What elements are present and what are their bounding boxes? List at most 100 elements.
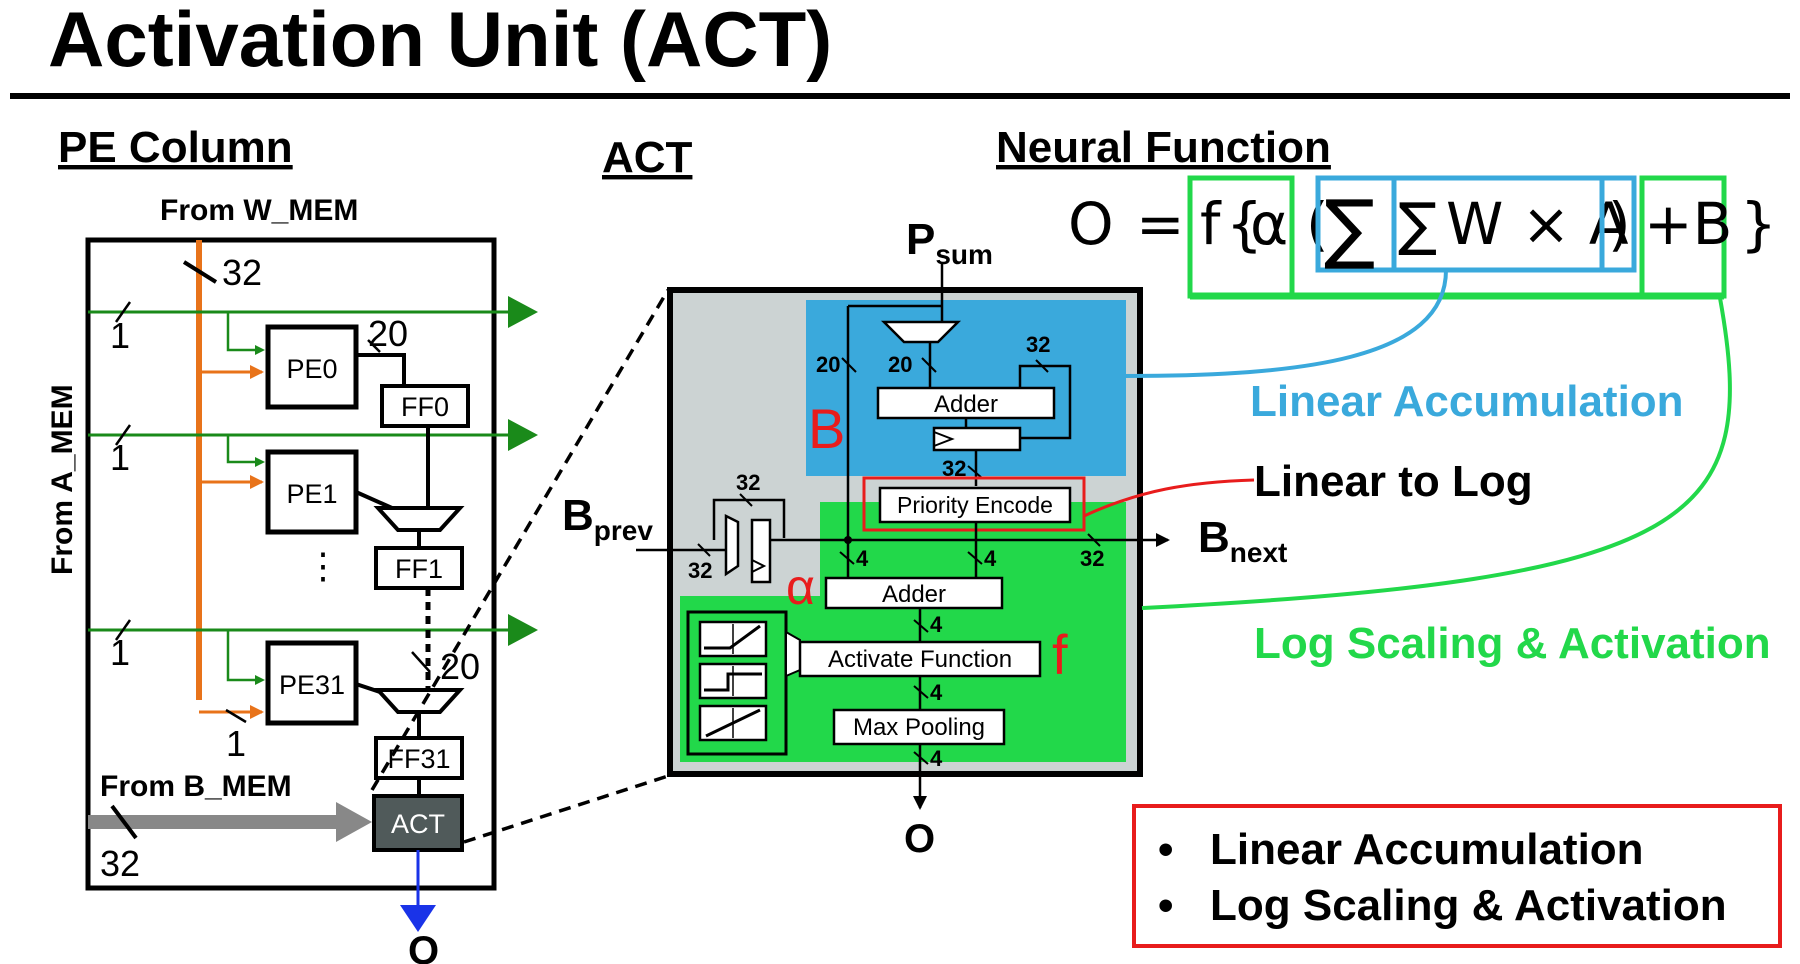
adder1-box xyxy=(876,386,1056,420)
from-b-mem-label: From B_MEM xyxy=(100,770,292,803)
af-cell-0-curve xyxy=(704,624,761,650)
bprev-register-clk xyxy=(751,559,767,573)
a-arrow-0 xyxy=(508,296,538,328)
section-neural-function: Neural Function xyxy=(996,123,1331,172)
pe0-out-slash xyxy=(367,339,381,353)
adder2-box xyxy=(824,576,1004,610)
zoom-line-top xyxy=(370,289,670,791)
b-width-label: 32 xyxy=(100,843,140,884)
pe-label-31: PE31 xyxy=(279,670,345,700)
pe-label-1: PE1 xyxy=(286,479,337,509)
eq-equals: = xyxy=(1136,190,1185,258)
a-slash-1 xyxy=(114,424,132,446)
w4-label-a: 4 xyxy=(856,546,869,571)
a-width-1: 1 xyxy=(110,437,130,478)
summary-bullet-1: • xyxy=(1158,881,1173,930)
bnext-label: Bnext xyxy=(1198,513,1287,568)
summary-bullet-0: • xyxy=(1158,825,1173,874)
af-selector xyxy=(785,630,801,678)
adder2-label: Adder xyxy=(882,581,946,608)
w32-slash-b xyxy=(967,465,983,479)
pe-out-width: 20 xyxy=(368,313,408,354)
b-bus-slash xyxy=(110,804,138,840)
linear-acc-connector xyxy=(1123,269,1448,378)
section-pe-column: PE Column xyxy=(58,123,293,172)
psum-label: Psum xyxy=(906,215,993,270)
summary-box: • Linear Accumulation • Log Scaling & Ac… xyxy=(1132,804,1782,948)
sum-slash xyxy=(411,651,431,673)
adder1-label: Adder xyxy=(934,391,998,418)
w32-label-d: 32 xyxy=(736,470,760,495)
w-width-label: 32 xyxy=(222,252,262,293)
w4-label-e: 4 xyxy=(930,746,943,771)
w4-slash-b xyxy=(967,551,983,565)
linear-to-log-connector xyxy=(1083,478,1255,518)
log-scaling-annotation: Log Scaling & Activation xyxy=(1254,619,1771,668)
alpha-label: α xyxy=(786,559,815,615)
title-rule xyxy=(10,93,1790,99)
pe-dots: ⋮ xyxy=(305,545,341,586)
ff-label-1: FF1 xyxy=(395,554,443,584)
linear-to-log-annotation: Linear to Log xyxy=(1254,457,1533,506)
summary-item-1: Log Scaling & Activation xyxy=(1210,881,1727,930)
ff-box-1 xyxy=(374,546,464,590)
a-branch-pe1 xyxy=(226,435,265,467)
zoom-line-bottom xyxy=(463,774,669,844)
w32-slash-e xyxy=(1087,533,1101,547)
eq-wxa: W × A xyxy=(1446,190,1629,258)
eq-f: f xyxy=(1200,190,1222,258)
from-a-mem-label: From A_MEM xyxy=(46,384,79,575)
ff-box-31 xyxy=(374,736,464,780)
col-adder-1 xyxy=(373,506,465,532)
w20-label-a: 20 xyxy=(816,352,840,377)
pe1-to-adder xyxy=(355,490,393,510)
eq-rparen: ) xyxy=(1608,190,1631,258)
mp-box xyxy=(832,708,1006,746)
adder1-feedback xyxy=(1016,364,1072,440)
summary-frame xyxy=(1132,804,1782,948)
eq-rbrace: } xyxy=(1740,190,1777,258)
b-region-label: B xyxy=(808,397,845,460)
w4-label-d: 4 xyxy=(930,680,943,705)
act-mux-top xyxy=(880,320,962,344)
summary-item-0: Linear Accumulation xyxy=(1210,825,1644,874)
act-detail: Psum 20 20 32 Adder B 32 Priority Encode… xyxy=(562,215,1287,861)
w32-slash-c xyxy=(697,543,711,557)
a-slash-0 xyxy=(114,301,132,323)
section-act: ACT xyxy=(602,133,693,182)
a-arrow-2 xyxy=(508,614,538,646)
af-cell-1-curve xyxy=(704,672,762,692)
f-region-label: f xyxy=(1052,623,1068,686)
priority-label: Priority Encode xyxy=(897,492,1053,518)
log-scaling-connector xyxy=(1141,297,1732,610)
pe-output-label: O xyxy=(408,929,439,964)
w32-slash-d xyxy=(739,493,753,507)
bprev-register xyxy=(750,518,772,584)
eq-sum-outer: ∑ xyxy=(1324,183,1375,272)
a-width-2: 1 xyxy=(110,632,130,673)
w32-label-a: 32 xyxy=(1026,332,1050,357)
w4-label-c: 4 xyxy=(930,612,943,637)
pe0-to-ff0 xyxy=(356,353,406,385)
w4-label-b: 4 xyxy=(984,546,997,571)
ff-box-0 xyxy=(380,384,470,428)
a-branch-pe0 xyxy=(226,312,265,355)
priority-outline xyxy=(862,476,1086,532)
b-mem-arrow xyxy=(336,802,372,842)
bnext-junction xyxy=(844,536,852,544)
from-w-mem-label: From W_MEM xyxy=(160,194,358,227)
equation: O = f { α ( ∑ ∑ W × A ) +B } xyxy=(1068,175,1777,300)
a-arrow-1 xyxy=(508,419,538,451)
act-box-label: ACT xyxy=(391,809,445,839)
a-slash-3 xyxy=(225,708,247,724)
pe-box-31 xyxy=(265,640,359,726)
w32-label-c: 32 xyxy=(688,558,712,583)
w20-slash-a xyxy=(841,357,857,373)
w4-slash-d xyxy=(913,685,929,699)
w32-slash-a xyxy=(1035,359,1049,373)
eq-alpha: α xyxy=(1250,190,1288,258)
eq-lbrace: { xyxy=(1226,190,1263,258)
eq-sum-box xyxy=(1315,175,1637,273)
a-width-0: 1 xyxy=(110,315,130,356)
